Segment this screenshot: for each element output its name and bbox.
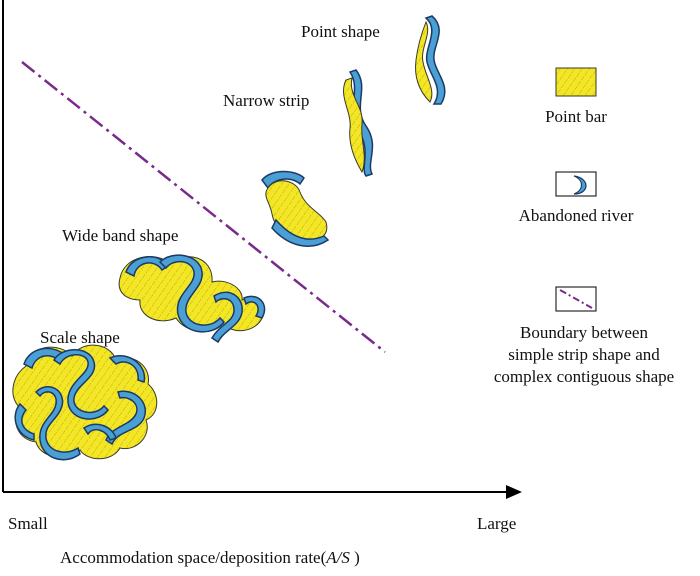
legend-boundary-line-2: simple strip shape and <box>508 345 660 364</box>
label-scale-shape: Scale shape <box>40 328 120 347</box>
label-wide-band-shape: Wide band shape <box>62 226 179 245</box>
x-axis-arrowhead <box>506 485 522 499</box>
legend-point-bar-icon <box>555 67 597 97</box>
x-axis-title: Accommodation space/deposition rate(A/S … <box>60 548 360 568</box>
axis-min-label: Small <box>8 514 48 533</box>
legend-boundary-label: Boundary between simple strip shape and … <box>470 322 698 388</box>
point-shape-figure <box>415 15 446 105</box>
x-axis-title-prefix: Accommodation space/deposition rate( <box>60 548 327 567</box>
legend-boundary-icon <box>555 286 597 312</box>
legend-boundary-line-1: Boundary between <box>520 323 648 342</box>
narrow-strip-figure <box>343 69 374 177</box>
boundary-line <box>21 61 386 353</box>
axis-max-label: Large <box>477 514 517 533</box>
middle-s-shape-figure <box>261 170 330 247</box>
label-point-shape: Point shape <box>301 22 380 41</box>
legend-abandoned-river-label: Abandoned river <box>518 206 634 225</box>
legend-point-bar-label: Point bar <box>545 107 607 126</box>
x-axis-title-italic: A/S <box>326 548 350 567</box>
legend-boundary-line-3: complex contiguous shape <box>493 367 675 386</box>
scale-shape-figure <box>12 344 158 461</box>
label-narrow-strip: Narrow strip <box>223 91 310 110</box>
wide-band-figure <box>118 254 266 344</box>
legend-abandoned-river-icon <box>555 171 597 197</box>
x-axis-title-suffix: ) <box>349 548 360 567</box>
axes <box>2 0 522 499</box>
